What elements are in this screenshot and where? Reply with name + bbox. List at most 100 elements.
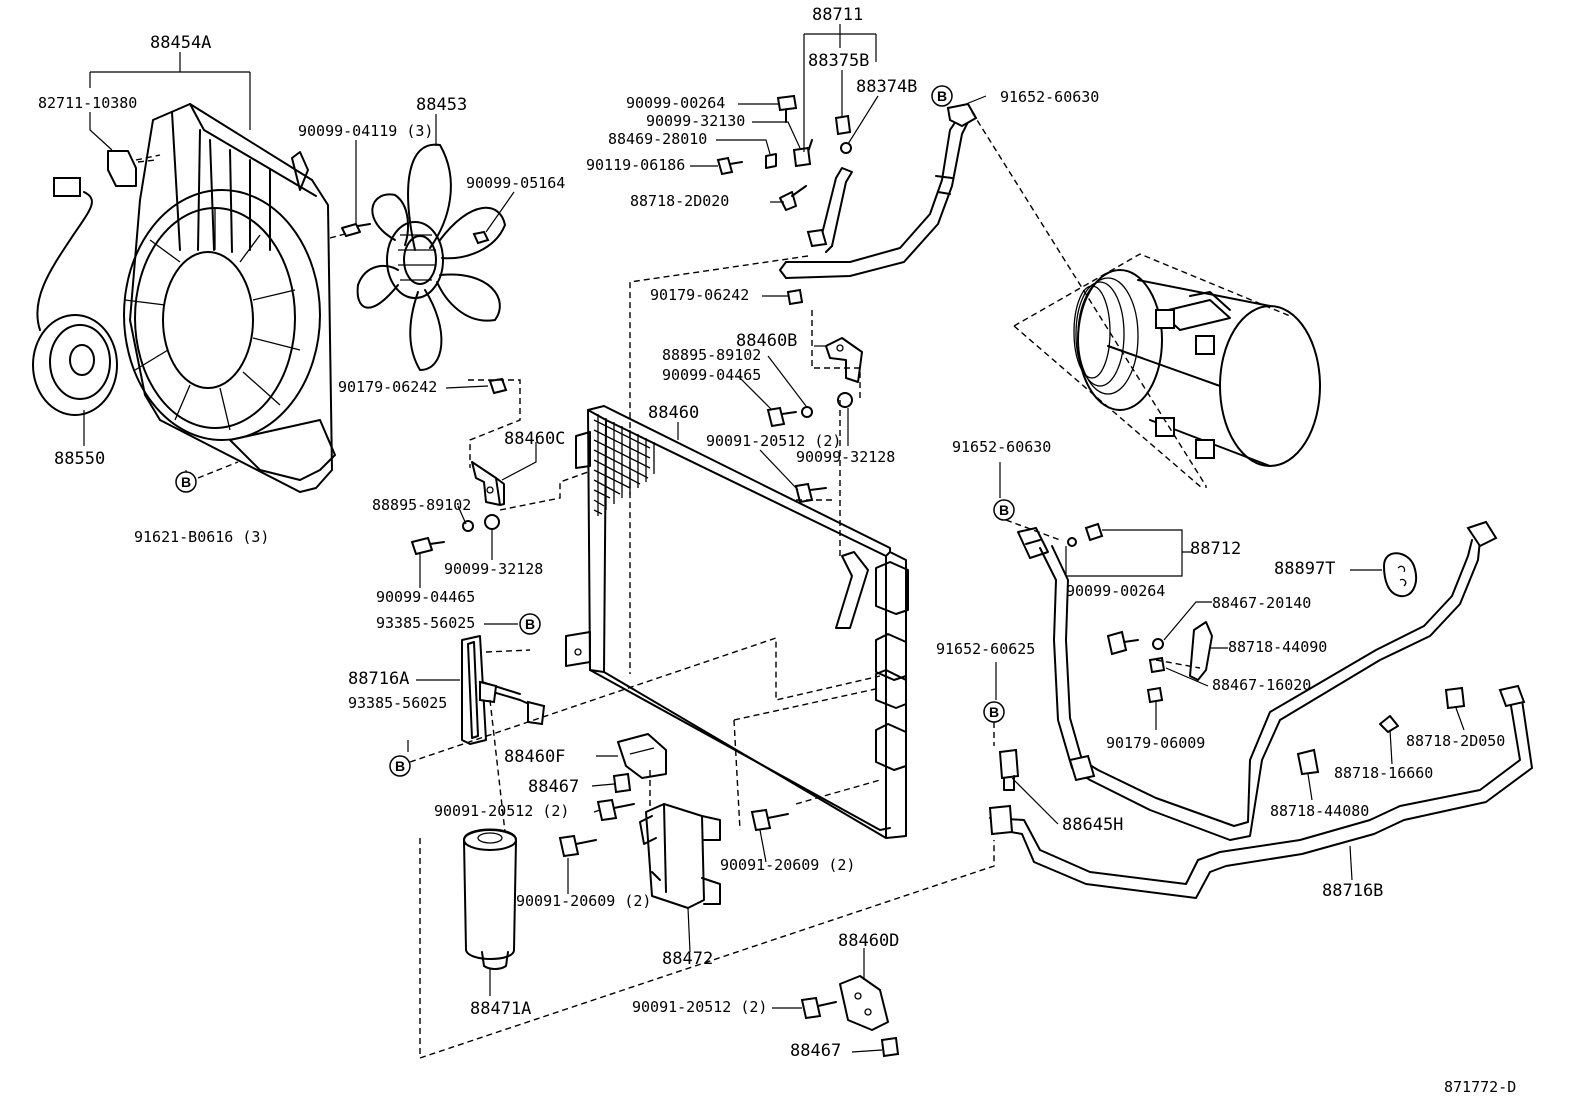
label-90099-32128-a: 90099-32128 — [444, 560, 543, 578]
label-88895-89102-a: 88895-89102 — [372, 496, 471, 514]
bracket-88460C — [471, 461, 505, 506]
label-90099-00264-b: 90099-00264 — [1066, 582, 1165, 600]
assembly-guides — [137, 111, 1207, 1059]
label-88454A: 88454A — [150, 33, 211, 53]
cushion-88467-b — [880, 1036, 900, 1058]
valve-88469-28010 — [765, 153, 777, 169]
label-90099-00264-a: 90099-00264 — [626, 94, 725, 112]
bolt-90099-04465-a — [411, 537, 445, 555]
label-88711: 88711 — [812, 5, 863, 25]
label-91652-60630-a: 91652-60630 — [1000, 88, 1099, 106]
label-88718-44080: 88718-44080 — [1270, 802, 1369, 820]
label-82711-10380: 82711-10380 — [38, 94, 137, 112]
clamp-88718-2D020 — [779, 185, 807, 211]
bracket-88472 — [639, 803, 721, 909]
label-88471A: 88471A — [470, 999, 531, 1019]
compressor — [1013, 253, 1321, 489]
bolt-90091-20609-a — [558, 834, 597, 858]
pressure-switch-88645H — [998, 748, 1020, 791]
leader-lines — [83, 24, 1465, 1053]
clamp-88718-16660 — [1379, 715, 1399, 733]
label-88467-a: 88467 — [528, 777, 579, 797]
label-88460: 88460 — [648, 403, 699, 423]
label-91652-60625: 91652-60625 — [936, 640, 1035, 658]
label-88718-2D050: 88718-2D050 — [1406, 732, 1505, 750]
cushion-88467-a — [612, 772, 632, 794]
nut-90099-32130 — [792, 146, 812, 168]
bubble-B-93385-b: B — [389, 755, 411, 777]
label-93385-56025-b: 93385-56025 — [348, 694, 447, 712]
label-88460D: 88460D — [838, 931, 899, 951]
label-90091-20609-a: 90091-20609 (2) — [516, 892, 651, 910]
bubble-B-fan: B — [175, 471, 197, 493]
label-90179-06009: 90179-06009 — [1106, 734, 1205, 752]
screw-88895-89102-b — [801, 406, 813, 418]
label-88460C: 88460C — [504, 429, 565, 449]
label-90099-05164: 90099-05164 — [466, 174, 565, 192]
bolt-90099-00264-a — [776, 94, 798, 123]
label-88375B: 88375B — [808, 51, 869, 71]
grommet-88897T — [1383, 552, 1418, 598]
connector-82711-10380 — [107, 150, 161, 187]
label-90179-06242-a: 90179-06242 — [338, 378, 437, 396]
svg-text:B: B — [999, 502, 1009, 518]
screw-88895-89102-a — [462, 520, 474, 532]
label-90099-32130: 90099-32130 — [646, 112, 745, 130]
fan-motor-88550 — [32, 177, 118, 416]
label-90091-20512-c: 90091-20512 (2) — [632, 998, 767, 1016]
bracket-88460D — [839, 975, 889, 1031]
bolt-90091-20512-b — [596, 798, 635, 822]
svg-text:B: B — [937, 88, 947, 104]
label-90091-20609-b: 90091-20609 (2) — [720, 856, 855, 874]
suction-hose-88712 — [1017, 520, 1498, 841]
label-88895-89102-b: 88895-89102 — [662, 346, 761, 364]
label-88460B: 88460B — [736, 331, 797, 351]
liquid-tube-88716A — [461, 635, 546, 745]
bubble-B-91652-60625: B — [983, 701, 1005, 723]
bolt-90099-04119 — [341, 223, 371, 237]
nut-90099-32128-a — [484, 514, 500, 530]
label-88716B: 88716B — [1322, 881, 1383, 901]
nut-90179-06242-b — [786, 288, 804, 306]
label-88718-16660: 88718-16660 — [1334, 764, 1433, 782]
label-88550: 88550 — [54, 449, 105, 469]
bolt-90091-20609-b — [750, 808, 789, 832]
bolt-90099-00264-b — [1106, 630, 1139, 656]
nut-90099-32128-b — [837, 392, 853, 408]
label-90099-04119: 90099-04119 (3) — [298, 122, 433, 140]
label-88472: 88472 — [662, 949, 713, 969]
label-90091-20512-b: 90091-20512 (2) — [434, 802, 569, 820]
clip-88467-20140 — [1152, 638, 1164, 650]
bubble-B-91652-60630-b: B — [993, 499, 1015, 521]
oring-88375B — [834, 114, 852, 136]
label-88460F: 88460F — [504, 747, 565, 767]
tube-88716B — [988, 684, 1533, 899]
label-88453: 88453 — [416, 95, 467, 115]
label-88897T: 88897T — [1274, 559, 1335, 579]
label-90179-06242-b: 90179-06242 — [650, 286, 749, 304]
label-88712: 88712 — [1190, 539, 1241, 559]
oring-88712-a — [1084, 522, 1104, 542]
fan-blade-88453 — [356, 143, 506, 371]
label-90099-04465-b: 90099-04465 — [662, 366, 761, 384]
condenser-core-mesh — [593, 414, 655, 516]
fan-shroud-88454A — [123, 103, 336, 493]
oring-88374B — [840, 142, 852, 154]
label-93385-56025-a: 93385-56025 — [376, 614, 475, 632]
label-90099-32128-b: 90099-32128 — [796, 448, 895, 466]
label-88469-28010: 88469-28010 — [608, 130, 707, 148]
label-88716A: 88716A — [348, 669, 409, 689]
label-88467-16020: 88467-16020 — [1212, 676, 1311, 694]
label-90091-20512-a: 90091-20512 (2) — [706, 432, 841, 450]
clamp-88718-2D050 — [1444, 686, 1466, 710]
label-88645H: 88645H — [1062, 815, 1123, 835]
label-88467-20140: 88467-20140 — [1212, 594, 1311, 612]
bolt-90099-04465-b — [766, 406, 797, 428]
callout-labels: 88454A 82711-10380 90099-04119 (3) 88453… — [38, 5, 1516, 1096]
bolt-90091-20512-c — [800, 996, 837, 1020]
receiver-dryer-88471A — [463, 828, 517, 970]
clamp-88718-44080 — [1296, 748, 1320, 776]
label-90099-04465-a: 90099-04465 — [376, 588, 475, 606]
nut-90179-06242-a — [488, 377, 508, 395]
